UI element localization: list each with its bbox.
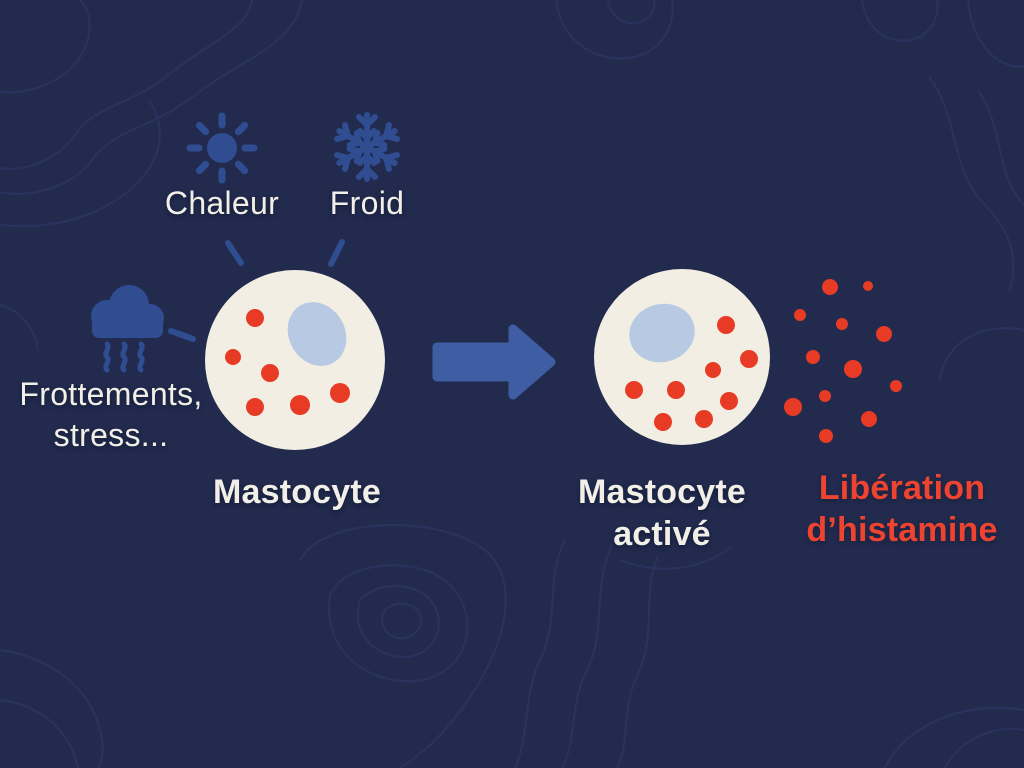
granule-dot (261, 364, 279, 382)
granule-dot (819, 390, 831, 402)
granule-dot (819, 429, 833, 443)
label-histamine-release: Libération d’histamine (806, 469, 998, 550)
snowflake-icon (335, 112, 398, 179)
granule-dot (290, 395, 310, 415)
granule-dot (330, 383, 350, 403)
granule-dot (784, 398, 802, 416)
granule-dot (246, 309, 264, 327)
granule-dot (794, 309, 806, 321)
granule-dot (863, 281, 873, 291)
granule-dot (225, 349, 241, 365)
transition-arrow (432, 324, 556, 400)
granule-dot (654, 413, 672, 431)
granule-dot (836, 318, 848, 330)
label-mast-cell: Mastocyte (212, 473, 382, 511)
granule-dot (822, 279, 838, 295)
storm-cloud-icon (91, 285, 164, 373)
granule-dot (844, 360, 862, 378)
granule-dot (667, 381, 685, 399)
granule-dot (705, 362, 721, 378)
granule-dot (876, 326, 892, 342)
histamine-dots (784, 279, 902, 443)
granule-dot (806, 350, 820, 364)
resting-mast-cell (205, 270, 385, 450)
label-activated-mast-cell: Mastocyte activé (577, 473, 747, 554)
granule-dot (246, 398, 264, 416)
friction-waves (103, 341, 145, 373)
cell-nucleus (629, 303, 695, 363)
label-heat: Chaleur (164, 185, 280, 221)
right-cell-granules (625, 316, 758, 431)
granule-dot (717, 316, 735, 334)
granule-dot (625, 381, 643, 399)
connector-lines (168, 239, 345, 342)
sun-icon (186, 112, 258, 184)
granule-dot (695, 410, 713, 428)
granule-dot (861, 411, 877, 427)
label-friction-stress: Frottements, stress... (19, 376, 203, 453)
granule-dot (890, 380, 902, 392)
cell-nucleus (287, 302, 347, 366)
granule-dot (720, 392, 738, 410)
activated-mast-cell (594, 269, 770, 445)
left-cell-granules (225, 309, 350, 416)
label-cold: Froid (329, 185, 405, 221)
granule-dot (740, 350, 758, 368)
